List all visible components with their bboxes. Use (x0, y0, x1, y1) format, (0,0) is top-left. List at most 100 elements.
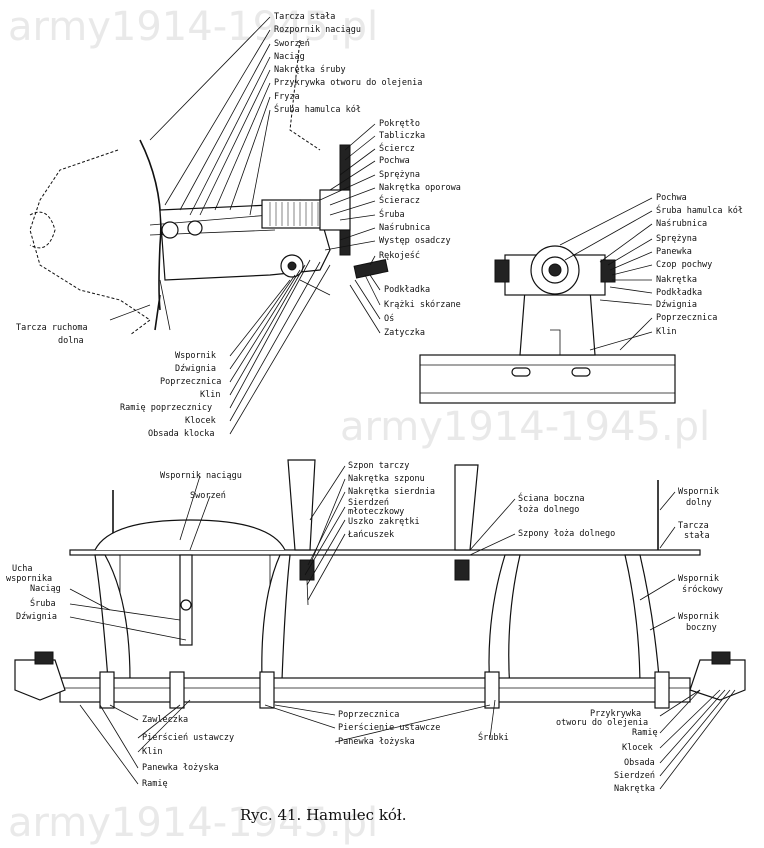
label-b-ramie-l: Ramię (142, 779, 168, 789)
top-left-labels: Tarcza stała Rozpornik naciągu Sworzeń N… (16, 12, 461, 439)
crossbar-edges (420, 364, 675, 394)
shoe-left (34, 651, 54, 665)
label-obsada-klocka: Obsada klocka (148, 429, 215, 439)
handle-grip (353, 259, 389, 279)
pivot-mid (187, 220, 203, 236)
label-szpony-loza: Szpony łoża dolnego (518, 529, 615, 539)
label-wspornik-dolny-2: dolny (686, 498, 712, 508)
label-b-sierdzen: Sierdzeń (614, 771, 655, 781)
top-left-mechanism (29, 39, 389, 336)
bottom-mechanism (14, 459, 746, 709)
wheel-hub-dashed (29, 211, 56, 249)
bottom-leaders (69, 465, 736, 790)
lower-lever (154, 294, 161, 331)
mid-side-bracket (261, 554, 291, 681)
top-right-mechanism (419, 245, 676, 404)
figure-caption: Ryc. 41. Hamulec kół. (240, 806, 407, 824)
bearing-left-3 (259, 671, 275, 709)
label-dolna: dolna (58, 336, 84, 346)
label-tabliczka: Tabliczka (379, 131, 425, 141)
label-b-poprzecznica: Poprzecznica (338, 710, 399, 720)
label-lancuszek: Łańcuszek (347, 530, 394, 540)
slot-left (511, 367, 531, 377)
label-srubki: Śrubki (478, 731, 509, 743)
tension-bracket-arc (94, 519, 286, 551)
arm-left (14, 659, 66, 701)
label-wystep-osadczy: Występ osadczy (379, 236, 451, 246)
label-sciana-boczna: Ściana boczna (518, 492, 585, 504)
bottom-labels: Wspornik naciągu Sworzeń Szpon tarczy Na… (6, 461, 723, 794)
upper-dashed (289, 39, 321, 151)
wedge-line (550, 329, 561, 355)
right-side-bracket-1 (488, 554, 521, 691)
label-wspornika: wspornika (6, 574, 52, 584)
label-fryza: Fryza (274, 92, 300, 102)
label-wspornik-dolny-1: Wspornik (678, 487, 719, 497)
label-nakretka-sierdnia: Nakrętka sierdnia (348, 487, 435, 497)
right-side-bracket-2 (624, 554, 661, 691)
label-klocek: Klocek (185, 416, 216, 426)
label-tarcza-ruchoma: Tarcza ruchoma (16, 323, 88, 333)
label-krazki-skorzane: Krążki skórzane (384, 299, 461, 310)
label-tarcza-stala: Tarcza stała (274, 12, 335, 22)
label-pokretlo: Pokrętło (379, 119, 420, 129)
label-b-naciag: Naciąg (30, 584, 61, 594)
label-poprzecznica: Poprzecznica (160, 377, 221, 387)
lever-knob-center (287, 261, 297, 271)
label-b-dzwignia: Dźwignia (16, 612, 57, 622)
label-podkladka: Podkładka (384, 285, 430, 295)
bracket-legs (119, 555, 271, 680)
label-przykrywka-b1: Przykrywka (590, 709, 641, 719)
label-loza-dolnego: łoża dolnego (518, 505, 579, 515)
bearing-left-2 (169, 671, 185, 709)
label-nasrubnica: Naśrubnica (379, 222, 430, 233)
label-b-obsada: Obsada (624, 758, 655, 768)
label-rozpornik: Rozpornik naciągu (274, 25, 361, 35)
label-pierscienie-ustawcze: Pierścienie ustawcze (338, 722, 440, 733)
label-tarcza-stala-b1: Tarcza (678, 521, 709, 531)
watermark-bottom: army1914-1945.pl (8, 800, 378, 846)
arm-right (689, 659, 746, 701)
label-panewka-lozyska-c: Panewka łożyska (338, 737, 415, 747)
label-wspornik-srodkowy-1: Wspornik (678, 574, 719, 584)
label-dzwignia: Dźwignia (175, 364, 216, 374)
claw-nut (454, 559, 470, 581)
label-r-nasrubnica: Naśrubnica (656, 218, 707, 229)
fixed-disc-arc (139, 139, 162, 311)
label-zawleczka: Zawleczka (142, 715, 188, 725)
label-panewka-lozyska-l: Panewka łożyska (142, 763, 219, 773)
label-ramie-poprzecznicy: Ramię poprzecznicy (120, 403, 212, 413)
label-b-ramie-r: Ramię (632, 728, 658, 738)
tension-pin (180, 599, 192, 611)
bearing-right-2 (654, 671, 670, 709)
top-left-leaders (109, 16, 381, 435)
shoe-right (711, 651, 731, 665)
left-side-bracket (94, 554, 131, 681)
screw-end (548, 263, 562, 277)
label-nakretka-szponu: Nakrętka szponu (348, 474, 425, 484)
watermark-middle: army1914-1945.pl (340, 404, 710, 450)
label-uszko-zakretki: Uszko zakrętki (348, 517, 420, 527)
disc-claw-left (287, 459, 316, 551)
label-rekojesc: Rękojeść (379, 250, 420, 261)
carriage-wall (454, 464, 479, 551)
label-przykrywka-b2: otworu do olejenia (556, 718, 648, 728)
label-wspornik: Wspornik (175, 351, 216, 361)
label-sprezyna: Sprężyna (379, 170, 420, 180)
nut-right (600, 259, 616, 283)
top-right-labels: Pochwa Śruba hamulca kół Naśrubnica Sprę… (656, 193, 743, 337)
label-r-pochwa: Pochwa (656, 193, 687, 203)
label-r-sruba-hamulca: Śruba hamulca kół (656, 204, 743, 216)
label-r-poprzecznica: Poprzecznica (656, 313, 717, 323)
label-scieracz: Ścieracz (379, 194, 420, 206)
support-pedestal (519, 289, 596, 356)
label-b-klin: Klin (142, 747, 162, 757)
label-klin: Klin (200, 390, 220, 400)
label-b-klocek: Klocek (622, 743, 653, 753)
label-sierdzen: Sierdzeń (348, 498, 389, 508)
label-przykrywka: Przykrywka otworu do olejenia (274, 78, 422, 88)
top-right-leaders (559, 197, 653, 351)
label-sruba: Śruba (379, 208, 405, 220)
support-lines (159, 279, 331, 331)
label-wspornik-boczny-1: Wspornik (678, 612, 719, 622)
